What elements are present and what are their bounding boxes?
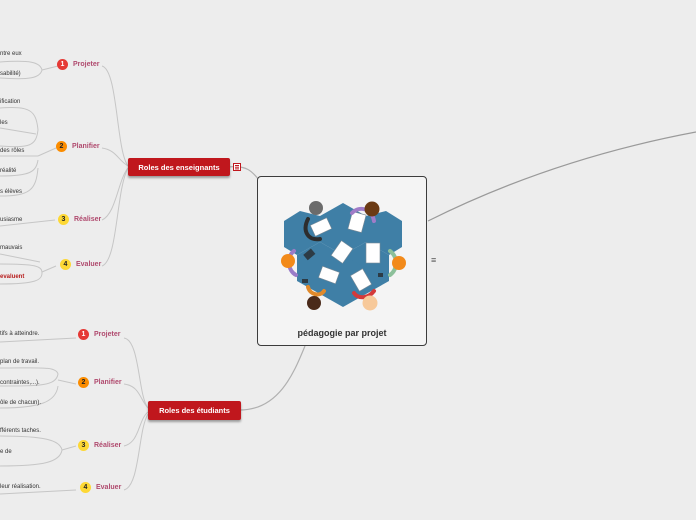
priority-badge: 4 (80, 482, 91, 493)
priority-badge: 2 (78, 377, 89, 388)
central-topic-node[interactable]: pédagogie par projet (257, 176, 427, 346)
notes-icon[interactable] (233, 163, 241, 171)
student-stage-projeter[interactable]: 1 Projeter (78, 329, 120, 340)
leaf-text: les (0, 120, 8, 126)
leaf-text: s élèves (0, 189, 23, 195)
priority-badge: 1 (57, 59, 68, 70)
central-title: pédagogie par projet (297, 328, 387, 338)
stage-label: Planifier (94, 379, 122, 386)
student-stage-realiser[interactable]: 3 Réaliser (78, 440, 121, 451)
stage-label: Projeter (73, 61, 100, 68)
priority-badge: 2 (56, 141, 67, 152)
stage-label: Réaliser (74, 216, 102, 223)
stage-label: Evaluer (76, 261, 102, 268)
leaf-text: contraintes,...). (0, 380, 40, 386)
priority-badge: 3 (58, 214, 69, 225)
stage-label: Planifier (72, 143, 100, 150)
leaf-text: des rôles (0, 148, 25, 154)
teacher-stage-planifier[interactable]: 2 Planifier (56, 141, 100, 152)
leaf-text: e de (0, 449, 12, 455)
teachers-role-node[interactable]: Roles des enseignants (128, 158, 230, 176)
priority-badge: 3 (78, 440, 89, 451)
leaf-text: sabilité) (0, 71, 21, 77)
student-stage-planifier[interactable]: 2 Planifier (78, 377, 122, 388)
teacher-stage-realiser[interactable]: 3 Réaliser (58, 214, 101, 225)
leaf-text: plan de travail. (0, 359, 40, 365)
menu-icon[interactable]: ≡ (431, 255, 437, 265)
teacher-stage-evaluer[interactable]: 4 Evaluer (60, 259, 101, 270)
leaf-text: ification (0, 99, 21, 105)
stage-label: Réaliser (94, 442, 122, 449)
students-role-node[interactable]: Roles des étudiants (148, 401, 241, 420)
leaf-text: usiasme (0, 217, 23, 223)
team-meeting-illustration (281, 201, 406, 311)
stage-label: Evaluer (96, 484, 122, 491)
leaf-text: fférents taches. (0, 428, 41, 434)
priority-badge: 4 (60, 259, 71, 270)
teacher-stage-projeter[interactable]: 1 Projeter (57, 59, 99, 70)
leaf-text: mauvais (0, 245, 23, 251)
stage-label: Projeter (94, 331, 121, 338)
leaf-text: réalité (0, 168, 17, 174)
priority-badge: 1 (78, 329, 89, 340)
leaf-text: ntre eux (0, 51, 22, 57)
student-stage-evaluer[interactable]: 4 Evaluer (80, 482, 121, 493)
leaf-text: ôle de chacun). (0, 400, 42, 406)
leaf-text: tifs à atteindre. (0, 331, 40, 337)
leaf-text: leur réalisation. (0, 484, 41, 490)
leaf-text: evaluent (0, 274, 25, 280)
